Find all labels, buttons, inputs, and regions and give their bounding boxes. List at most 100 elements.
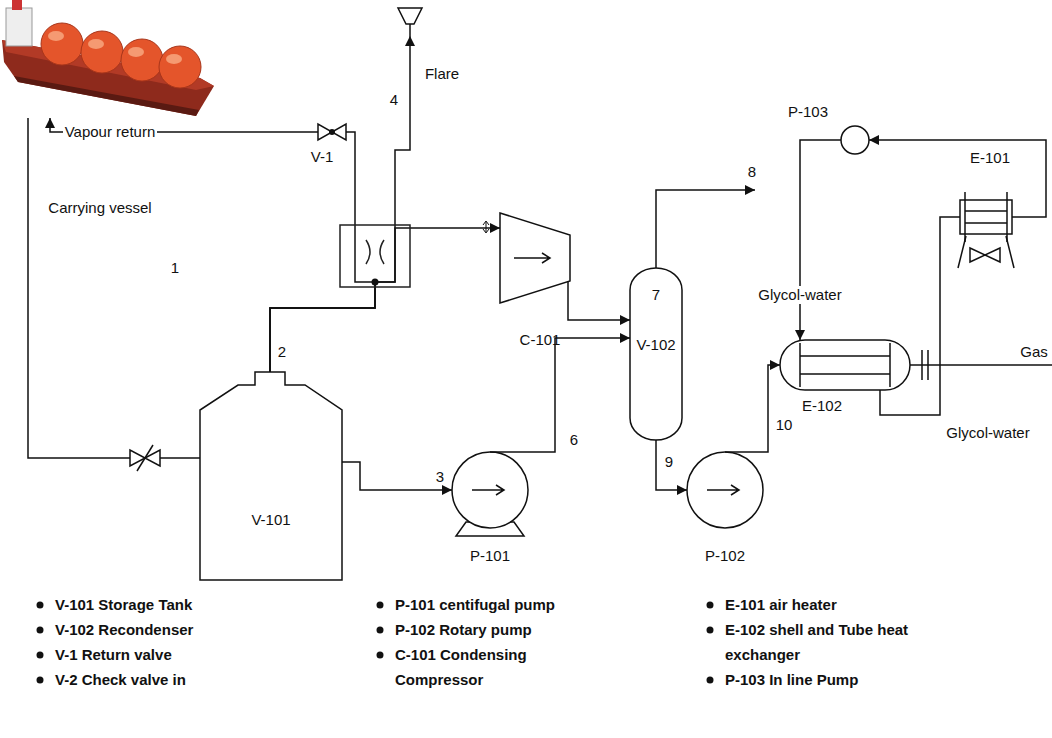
equipment-label: V-102 [636,336,675,353]
shape-outline [0,0,215,118]
check-valve-flap [137,445,153,471]
pump-body [452,452,528,528]
legend-item: V-1 Return valve [55,642,355,667]
exchanger-shell [780,340,910,390]
ship-funnel [12,0,22,10]
equipment-label: E-101 [970,149,1010,166]
recondenser-vessel: 7V-102 [630,268,682,440]
exchanger-body [960,200,1012,234]
stream-label: 4 [390,91,398,108]
process-line [270,132,375,372]
stream-label: 10 [776,416,793,433]
stream-label: 6 [570,431,578,448]
legend-item: V-102 Recondenser [55,617,355,642]
rotary-pump: P-102 [687,452,763,528]
pump-body [687,452,763,528]
bullet [37,652,44,659]
valve-body [318,124,346,140]
stream-label: 9 [665,453,673,470]
tank-body [200,372,342,580]
legend-item: C-101 Condensing Compressor [395,642,555,692]
shape-outline [318,124,346,140]
bullet [37,677,44,684]
compressor-body [500,213,570,303]
lng-sphere [81,31,123,73]
exchanger-tubes [965,192,1007,242]
gas-line [910,364,1052,366]
valve-stem [329,129,335,135]
junction-dot [372,279,379,286]
bullet [377,602,384,609]
storage-tank: V-101 [200,372,342,580]
lng-sphere [121,39,163,81]
shell-tube-exchanger: E-102 [780,340,910,390]
bullet [377,652,384,659]
pump-arrow [707,485,739,495]
fan-symbol [970,248,1000,262]
pump-discharge [490,451,528,453]
process-line [800,140,841,340]
flare-stack: Flare [398,8,422,36]
process-line [270,228,500,372]
nozzle-flange [922,350,928,380]
compressor-outlet [567,281,569,303]
process-line [270,36,410,372]
bullet [37,627,44,634]
bullet [377,627,384,634]
legend-item: E-102 shell and Tube heat exchanger [725,617,965,667]
stream-label: Gas [1020,343,1048,360]
shape-outline [687,452,763,528]
mixing-box [340,225,410,287]
bullet [707,627,714,634]
shape-outline [200,372,342,580]
shape-outline [960,200,1012,234]
equipment-label: V-1 [311,148,334,165]
flare-tip [398,8,422,24]
sphere-highlight [166,54,182,64]
sphere-highlight [128,47,144,57]
shape-outline [780,340,910,390]
equipment-label: P-101 [470,547,510,564]
bullet [707,677,714,684]
inline-pump: P-103 [841,126,869,154]
equipment-label: P-103 [788,103,828,120]
equipment-label: E-102 [802,397,842,414]
lng-sphere [41,23,83,65]
stream-label: 8 [748,163,756,180]
stream-label: 2 [278,343,286,360]
equipment-label: V-101 [251,511,290,528]
flare-stem [409,24,411,36]
legend-item: V-2 Check valve in [55,667,355,692]
equipment-label: Flare [425,65,459,82]
sphere-highlight [88,39,104,49]
legend-item: P-102 Rotary pump [395,617,695,642]
bullet [707,602,714,609]
legend-item: P-103 In line Pump [725,667,1025,692]
nozzle-symbol [366,240,384,264]
bullet [37,602,44,609]
legend-item: P-101 centifugal pump [395,592,695,617]
exchanger-tubes [800,343,890,387]
shape-outline [398,8,422,36]
process-line [528,338,630,452]
stream-label: Glycol-water [756,286,843,303]
vessel-body [630,268,682,440]
return-valve: V-1 [318,124,346,140]
heater-legs [958,236,1014,268]
equipment-label: 7 [652,286,660,303]
legend-item: V-101 Storage Tank [55,592,355,617]
compressor-arrow [514,253,550,263]
stream-label: 1 [171,259,179,276]
overhead-line [656,190,755,268]
shape-outline [500,213,570,303]
compressor: C-101 [500,213,570,303]
equipment-label: Carrying vessel [48,199,151,216]
stream-label: 3 [436,468,444,485]
shape-outline [841,126,869,154]
line-label: Vapour return [63,123,158,140]
process-line [28,118,200,458]
pump-body [841,126,869,154]
ship-bridge [6,8,32,46]
legend-item: E-101 air heater [725,592,1025,617]
